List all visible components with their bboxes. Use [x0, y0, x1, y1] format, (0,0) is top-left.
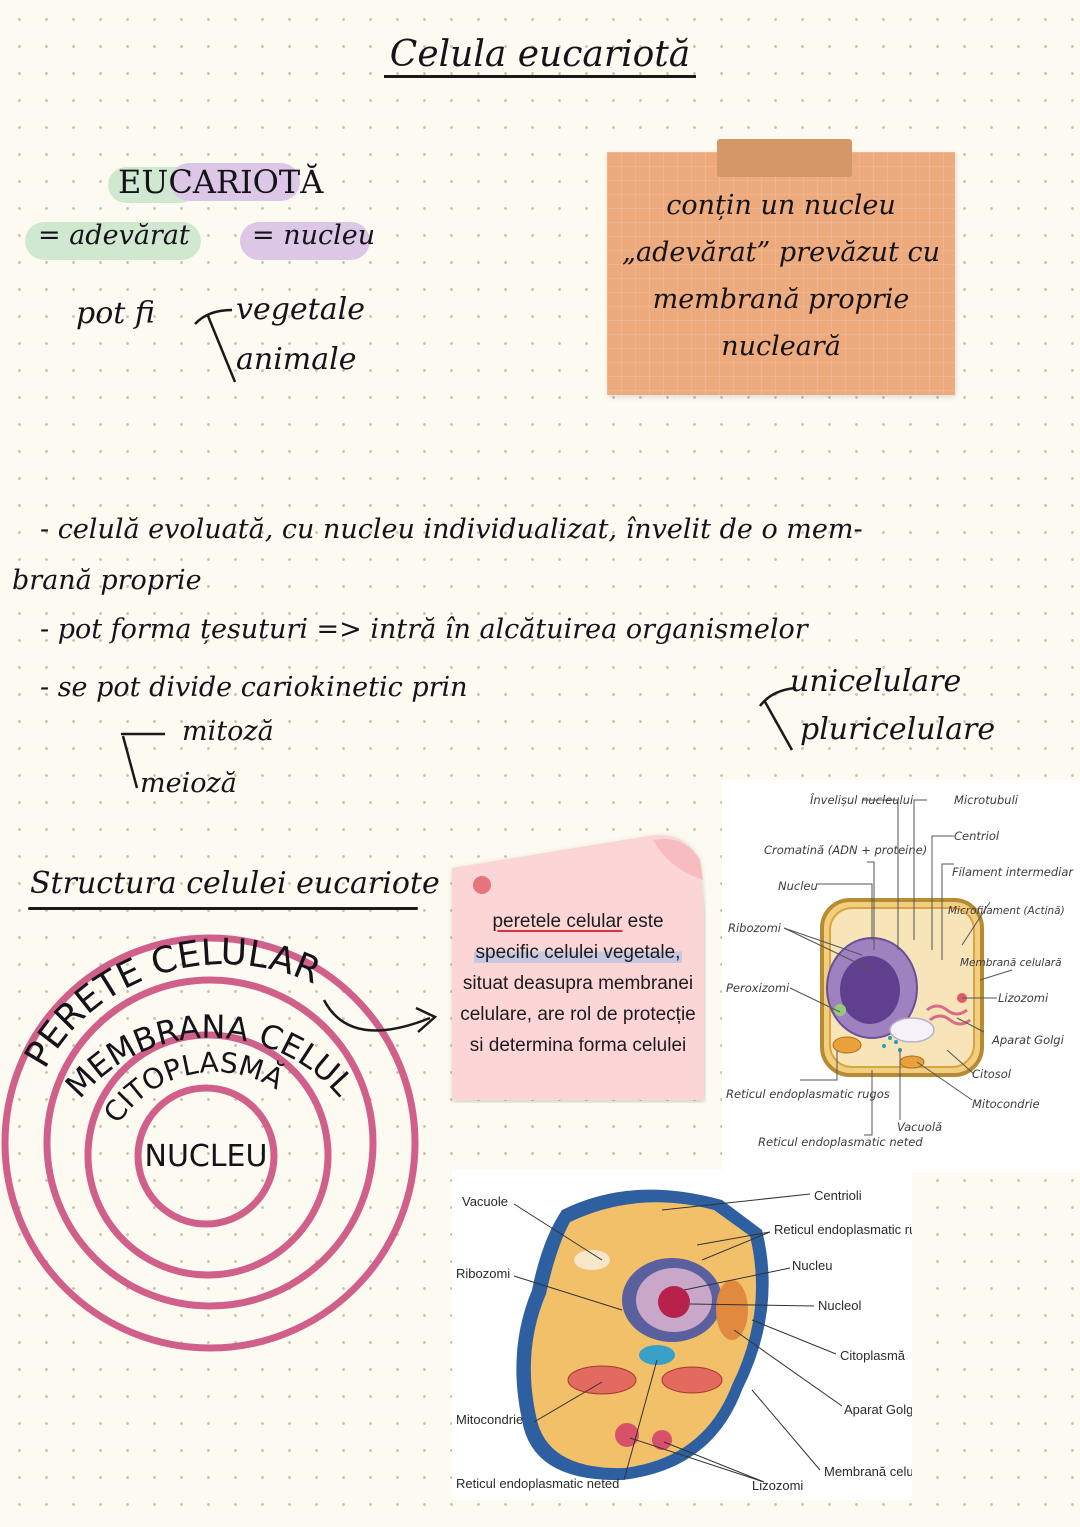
label-golgi: Aparat Golgi [991, 1033, 1065, 1047]
lysosome-shape [652, 1430, 672, 1450]
tape [717, 139, 852, 177]
mitochondria-shape [567, 1365, 637, 1395]
label-cromatina: Cromatină (ADN + proteine) [764, 843, 927, 857]
mitosis: mitoză [182, 716, 274, 747]
label-lizozomi: Lizozomi [998, 991, 1049, 1005]
eu-meaning: = adevărat [38, 220, 190, 251]
label-invelisul: Învelișul nucleului [810, 792, 914, 807]
label-citosol: Citosol [972, 1067, 1012, 1081]
multicellular: pluricelulare [800, 712, 996, 747]
eukaryote-heading: EUCARIOTĂ [118, 163, 324, 201]
division-bracket [121, 732, 165, 789]
note-highlight-plant: specific celulei vegetale, [473, 942, 683, 963]
card-line: conțin un nucleu [666, 190, 896, 221]
pink-note [452, 834, 704, 1100]
label-vacuola: Vacuolă [897, 1120, 942, 1134]
pot-fi: pot fi [76, 296, 155, 331]
green-highlight-eu [25, 222, 201, 260]
note-text-part: este [622, 911, 664, 932]
orange-card-text: conțin un nucleu „adevărat” prevăzut cu … [607, 182, 955, 370]
golgi-shape [926, 1004, 968, 1016]
structure-heading: Structura celulei eucariote [30, 866, 440, 901]
er-shape [639, 1345, 675, 1365]
body-line-1: - celulă evoluată, cu nucleu individuali… [40, 514, 863, 545]
label-mitocondrie: Mitocondrie [456, 1412, 523, 1427]
body-line-2: brană proprie [12, 565, 202, 596]
lysosome-shape [615, 1423, 639, 1447]
chromatin-shape [840, 956, 900, 1024]
types-bracket [194, 308, 237, 383]
golgi-shape [929, 1014, 971, 1026]
meiosis: meioză [140, 768, 237, 799]
note-text-rest: situat deasupra membranei celulare, are … [460, 973, 696, 1056]
label-ribozomi: Ribozomi [456, 1266, 510, 1281]
ribosomes-shape [882, 1036, 902, 1052]
label-centrioli: Centrioli [814, 1188, 862, 1203]
orange-card [607, 152, 955, 395]
label-peroxizomi: Peroxizomi [726, 981, 790, 995]
vacuole-shape [889, 1017, 935, 1043]
label-membrana: Membrană celulară [960, 957, 1062, 969]
label-reticul-neted: Reticul endoplasmatic neted [758, 1135, 923, 1149]
cytoplasm-shape [530, 1202, 756, 1469]
card-line: nucleară [721, 331, 841, 362]
unicellular: unicelulare [790, 664, 962, 699]
label-reticul-rugos: Reticul endoplasmatic rugos [774, 1222, 912, 1237]
label-reticul-rugos: Reticul endoplasmatic rugos [726, 1087, 890, 1101]
body-line-3: - pot forma țesuturi => intră în alcătui… [40, 614, 808, 645]
animal-cell-diagram: Vacuole Ribozomi Mitocondrie Reticul end… [452, 1170, 912, 1500]
mitochondria-shape [899, 1055, 925, 1069]
type-animal: animale [236, 342, 357, 377]
type-plant: vegetale [236, 292, 365, 327]
arrow-to-note [322, 999, 438, 1033]
organisms-bracket [759, 686, 797, 751]
label-citoplasma: Citoplasmă [840, 1348, 906, 1363]
label-reticul-neted: Reticul endoplasmatic neted [456, 1476, 619, 1491]
structure-underline [28, 907, 418, 910]
lilac-highlight-carion [240, 222, 370, 260]
card-line: membrană proprie [652, 284, 910, 315]
label-nucleu: Nucleu [792, 1258, 832, 1273]
note-highlight-wall: peretele celular [492, 911, 623, 932]
ring-label-nucleus: NUCLEU [145, 1139, 268, 1174]
page-title: Celula eucariotă [0, 34, 1080, 78]
lilac-highlight [170, 163, 300, 201]
card-line: „adevărat” prevăzut cu [621, 237, 940, 268]
label-filament: Filament intermediar [952, 865, 1074, 879]
label-nucleol: Nucleol [818, 1298, 861, 1313]
peroxisome-shape [834, 1004, 846, 1016]
label-microfilament: Microfilament (Actină) [948, 905, 1065, 917]
cell-rings: PERETE CELULAR MEMBRANA CELULARĂ CITOPLA… [0, 920, 419, 1352]
mitochondria-shape [832, 1036, 862, 1054]
label-ribozomi: Ribozomi [728, 921, 782, 935]
label-mitocondrie: Mitocondrie [972, 1097, 1040, 1111]
vacuole-shape [574, 1250, 610, 1270]
label-lizozomi: Lizozomi [752, 1478, 803, 1493]
body-line-4: - se pot divide cariokinetic prin [40, 672, 468, 703]
golgi-shape [716, 1280, 748, 1340]
plant-cell-diagram: Învelișul nucleului Cromatină (ADN + pro… [722, 780, 1080, 1172]
nucleolus-shape [658, 1286, 690, 1318]
label-centriol: Centriol [954, 829, 1000, 843]
label-vacuole: Vacuole [462, 1194, 508, 1209]
note-text: peretele celular este specific celulei v… [455, 906, 701, 1061]
carion-meaning: = nucleu [252, 220, 376, 251]
label-golgi: Aparat Golgi [844, 1402, 912, 1417]
mitochondria-shape [661, 1366, 723, 1394]
label-nucleu: Nucleu [778, 879, 818, 893]
label-membrana: Membrană celulară [824, 1464, 912, 1479]
label-microtubuli: Microtubuli [954, 793, 1019, 807]
